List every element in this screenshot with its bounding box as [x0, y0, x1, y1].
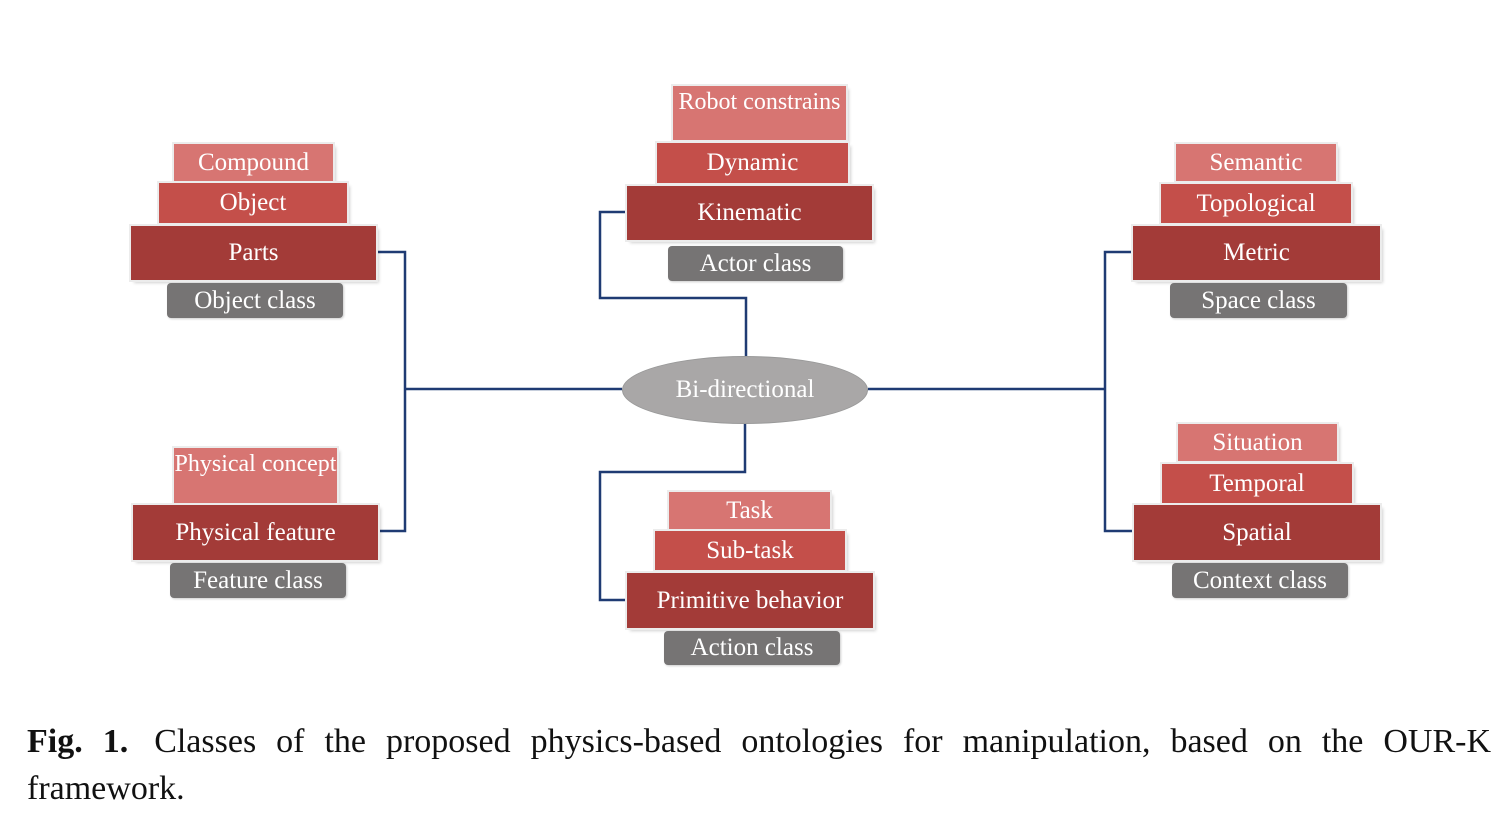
context-middle-box: Temporal	[1160, 462, 1354, 505]
object-bottom-box: Parts	[129, 224, 378, 282]
connector-object	[376, 250, 407, 533]
space-bottom-box: Metric	[1131, 224, 1382, 282]
hub-ellipse: Bi-directional	[622, 356, 868, 424]
object-class-label: Object class	[167, 283, 343, 318]
action-top-box: Task	[667, 490, 832, 531]
space-top-box: Semantic	[1174, 142, 1338, 183]
connector-space-context	[1103, 250, 1134, 533]
feature-bottom-box: Physical feature	[131, 503, 380, 562]
context-bottom-box: Spatial	[1132, 503, 1382, 562]
context-class-label: Context class	[1172, 563, 1348, 598]
action-class-label: Action class	[664, 631, 840, 665]
figure-caption: Fig. 1. Classes of the proposed physics-…	[27, 718, 1491, 812]
actor-bottom-box: Kinematic	[625, 184, 874, 242]
space-middle-box: Topological	[1159, 182, 1353, 225]
object-top-box: Compound	[172, 142, 335, 183]
connector-action	[598, 424, 747, 602]
object-middle-box: Object	[157, 181, 349, 225]
action-middle-box: Sub-task	[653, 529, 847, 572]
actor-class-label: Actor class	[668, 246, 843, 281]
connector-actor	[598, 210, 748, 356]
action-bottom-box: Primitive behavior	[625, 571, 875, 630]
context-top-box: Situation	[1176, 422, 1339, 463]
space-class-label: Space class	[1170, 283, 1347, 318]
caption-label: Fig. 1.	[27, 723, 129, 760]
feature-class-label: Feature class	[170, 563, 346, 598]
actor-middle-box: Dynamic	[655, 141, 850, 185]
feature-top-box: Physical concept	[172, 446, 339, 505]
actor-top-box: Robot constrains	[671, 84, 848, 142]
caption-text: Classes of the proposed physics-based on…	[27, 723, 1492, 807]
